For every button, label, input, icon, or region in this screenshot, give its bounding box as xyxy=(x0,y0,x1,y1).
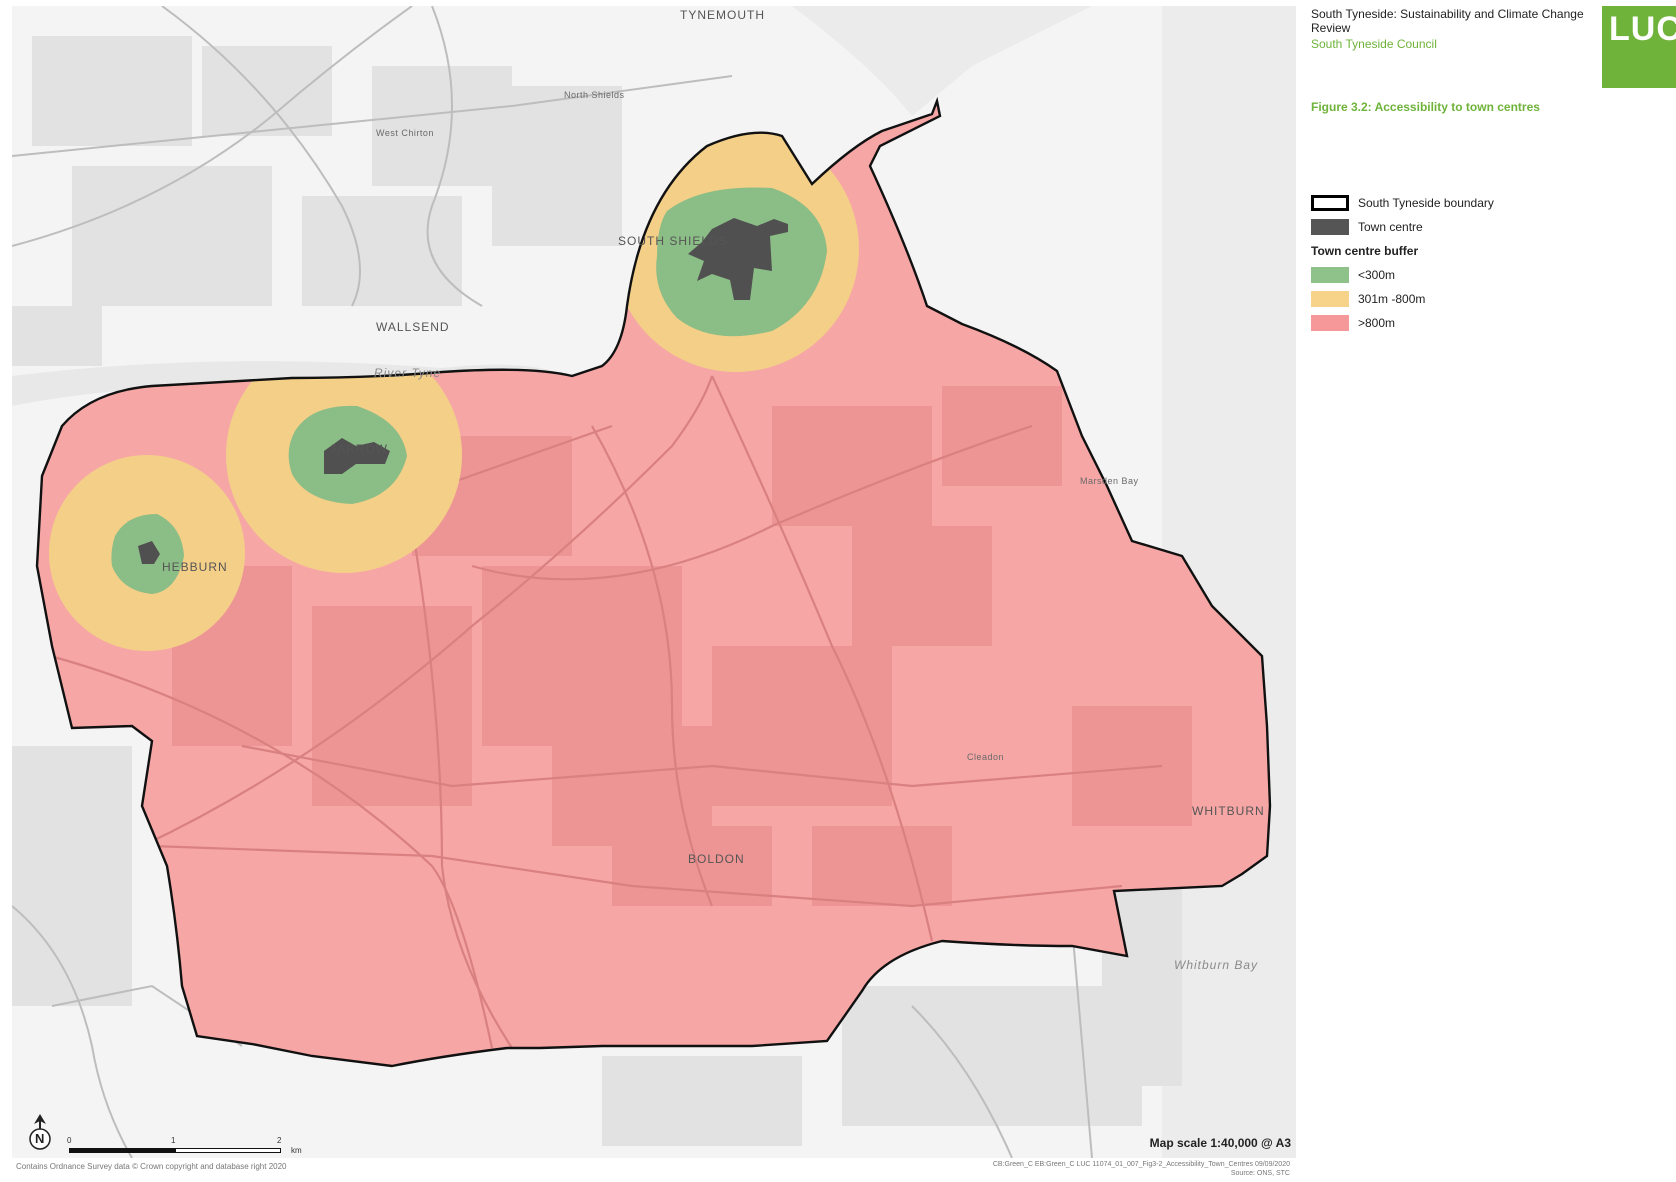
red-swatch-icon xyxy=(1311,315,1349,331)
legend-label: South Tyneside boundary xyxy=(1358,196,1494,210)
scale-tick-0: 0 xyxy=(67,1136,72,1145)
legend-label: 301m -800m xyxy=(1358,292,1426,306)
figure-title: Figure 3.2: Accessibility to town centre… xyxy=(1311,100,1540,114)
map-scale-text: Map scale 1:40,000 @ A3 xyxy=(1149,1136,1291,1150)
north-label: N xyxy=(35,1131,45,1146)
report-title: South Tyneside: Sustainability and Clima… xyxy=(1311,7,1584,35)
scale-tick-1: 1 xyxy=(171,1136,176,1145)
place-label-north-shields: North Shields xyxy=(564,90,625,100)
side-panel: South Tyneside: Sustainability and Clima… xyxy=(1311,0,1676,400)
town-centre-swatch-icon xyxy=(1311,219,1349,235)
scale-tick-2: 2 xyxy=(277,1136,282,1145)
legend-label: Town centre xyxy=(1358,220,1423,234)
luc-logo: LUC xyxy=(1602,6,1676,88)
place-label-jarrow: JARROW xyxy=(330,442,388,456)
place-label-boldon: BOLDON xyxy=(688,852,745,866)
credits-line-1: CB:Green_C EB:Green_C LUC 11074_01_007_F… xyxy=(992,1161,1290,1168)
map-svg xyxy=(12,6,1296,1158)
credits-text: CB:Green_C EB:Green_C LUC 11074_01_007_F… xyxy=(993,1160,1290,1178)
legend-buffer-heading: Town centre buffer xyxy=(1311,244,1419,258)
place-label-wallsend: WALLSEND xyxy=(376,320,450,334)
copyright-text: Contains Ordnance Survey data © Crown co… xyxy=(16,1162,287,1171)
map-canvas[interactable]: TYNEMOUTH North Shields West Chirton SOU… xyxy=(12,6,1296,1158)
scale-bar-segment-black xyxy=(69,1148,175,1153)
legend-label: >800m xyxy=(1358,316,1396,330)
place-label-whitburn-bay: Whitburn Bay xyxy=(1174,958,1259,972)
boundary-swatch-icon xyxy=(1311,195,1349,211)
scale-bar-segment-white xyxy=(175,1148,281,1153)
place-label-tynemouth: TYNEMOUTH xyxy=(680,8,765,22)
credits-line-2: Source: ONS, STC xyxy=(1230,1170,1290,1177)
place-label-hebburn: HEBBURN xyxy=(162,560,228,574)
place-label-cleadon: Cleadon xyxy=(967,752,1005,762)
client-name: South Tyneside Council xyxy=(1311,37,1437,51)
north-arrow-icon xyxy=(29,1114,51,1150)
scale-bar: 0 1 2 km xyxy=(67,1134,327,1158)
green-swatch-icon xyxy=(1311,267,1349,283)
place-label-south-shields: SOUTH SHIELDS xyxy=(618,234,728,248)
place-label-whitburn: WHITBURN xyxy=(1192,804,1265,818)
yellow-swatch-icon xyxy=(1311,291,1349,307)
place-label-west-chirton: West Chirton xyxy=(376,128,434,138)
place-label-river: River Tyne xyxy=(374,366,442,380)
legend-label: <300m xyxy=(1358,268,1396,282)
place-label-marsden-bay: Marsden Bay xyxy=(1080,476,1139,486)
scale-unit: km xyxy=(291,1146,302,1155)
